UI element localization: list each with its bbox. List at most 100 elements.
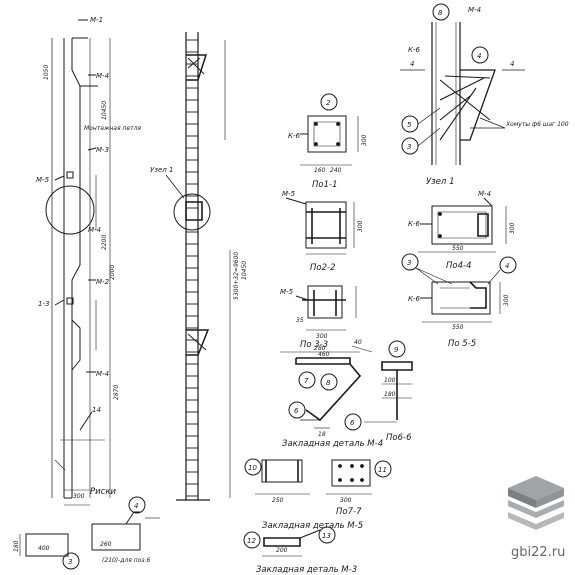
- sec11-dim1: 160: [314, 167, 326, 174]
- dim-300: 300: [73, 493, 85, 500]
- mark-m4-low: М-4: [96, 370, 109, 378]
- sec11-title: По1-1: [312, 180, 337, 190]
- dm4-dim280: 280: [314, 345, 326, 352]
- sec11-dim2: 240: [330, 167, 342, 174]
- sec44-dim300: 300: [509, 222, 516, 234]
- node-k6: К-6: [408, 46, 420, 54]
- dm5-circle11: 11: [378, 466, 387, 474]
- mark-m5: М-5: [36, 176, 50, 184]
- mark-m1: М-1: [90, 16, 103, 24]
- section-2-2: [286, 198, 354, 254]
- section-3-3: [296, 286, 356, 330]
- detail-m5: [245, 459, 391, 494]
- dm5-dim300: 300: [340, 497, 352, 504]
- text-layer: М-1 М-4 Монтажная петля М-3 М-5 М-4 М-2 …: [13, 6, 569, 575]
- node-callout: Узел 1: [150, 166, 173, 174]
- bottom-left-details: [20, 497, 160, 569]
- bl-note: (210)-для поз.6: [102, 557, 150, 564]
- node-circle-5: 5: [407, 121, 412, 129]
- risk-label: Риски: [90, 487, 116, 497]
- dim-1050: 1050: [43, 65, 50, 80]
- section-4-4: [418, 198, 506, 252]
- sec55-title: По 5-5: [448, 339, 476, 349]
- sec55-circle3: 3: [407, 259, 411, 267]
- sec33-dim300: 300: [316, 333, 328, 340]
- dim-2870: 2870: [113, 385, 120, 400]
- p77-title: По7-7: [336, 507, 362, 517]
- dm4-dim18: 18: [318, 431, 326, 438]
- bl-circle3: 3: [68, 558, 72, 566]
- dm4-circle7: 7: [304, 377, 309, 385]
- dm3-dim200: 200: [276, 547, 288, 554]
- sec44-dim550: 550: [452, 245, 464, 252]
- sec55-k: К-6: [408, 295, 420, 303]
- sec33-m: М-5: [280, 288, 294, 296]
- mark-m4-mid: М-4: [88, 226, 101, 234]
- dim-10450b: 10450: [241, 261, 248, 280]
- mark-m3: М-3: [96, 146, 109, 154]
- watermark: gbi22.ru: [511, 545, 565, 560]
- node-m4: М-4: [468, 6, 481, 14]
- bl-dim260: 260: [100, 541, 112, 548]
- dm3-circle12: 12: [247, 537, 256, 545]
- bl-dim400: 400: [38, 545, 50, 552]
- sec33-dim35: 35: [296, 317, 304, 324]
- section-1-1: [300, 94, 358, 165]
- sec22-m: М-5: [282, 190, 296, 198]
- rebar-cage: [166, 32, 230, 500]
- bl-circle4: 4: [134, 502, 138, 510]
- section-5-5: [402, 254, 516, 322]
- detail-m3: [244, 527, 335, 556]
- dim-2000: 2000: [109, 265, 116, 280]
- node-note: Хомуты ф6 шаг 100: [505, 121, 569, 128]
- bl-dim180: 180: [13, 540, 20, 552]
- sec11-num: 2: [326, 99, 331, 107]
- logo-icon: [508, 476, 564, 530]
- dm5-title: Закладная деталь М-5: [262, 521, 363, 531]
- node-circle-8: 8: [438, 9, 443, 17]
- sec66-circle6: 6: [350, 419, 355, 427]
- note-montage: Монтажная петля: [84, 125, 141, 132]
- section-6-6: [345, 341, 412, 430]
- node-title: Узел 1: [426, 177, 454, 187]
- sec55-dim550: 550: [452, 324, 464, 331]
- sec66-num: 9: [394, 346, 399, 354]
- dm4-dim40: 40: [354, 339, 362, 346]
- node-circle-4: 4: [477, 52, 481, 60]
- sec11-k: К-6: [288, 132, 300, 140]
- dm5-circle10: 10: [248, 464, 257, 472]
- sec66-dim180: 180: [384, 391, 396, 398]
- sec55-dim300: 300: [503, 294, 510, 306]
- sec33-title: По 3-3: [300, 340, 328, 350]
- dm4-circle6: 6: [294, 407, 299, 415]
- mark-m2: М-2: [96, 278, 110, 286]
- sec55-circle4: 4: [505, 262, 509, 270]
- mark-1-3: 1-3: [38, 300, 49, 308]
- node-1-detail: [400, 4, 525, 165]
- circle-14-label: 14: [92, 406, 101, 414]
- dim-9600: 5300+32=9600: [233, 252, 240, 300]
- dim-2200: 2200: [101, 235, 108, 250]
- dm3-title: Закладная деталь М-3: [256, 565, 357, 575]
- node-mark-4b: 4: [510, 60, 514, 68]
- sec44-title: По4-4: [446, 261, 471, 271]
- dm5-dim250: 250: [272, 497, 284, 504]
- dm4-circle8: 8: [326, 379, 331, 387]
- sec22-dim: 300: [357, 220, 364, 232]
- sec66-title: По6-6: [386, 433, 412, 443]
- mark-m4-top: М-4: [96, 72, 109, 80]
- sec22-title: По2-2: [310, 263, 335, 273]
- sec44-k: К-6: [408, 220, 420, 228]
- sec11-dim3: 300: [361, 134, 368, 146]
- node-mark-4a: 4: [410, 60, 414, 68]
- sec44-m: М-4: [478, 190, 491, 198]
- dm3-circle13: 13: [322, 532, 331, 540]
- node-circle-3: 3: [407, 143, 411, 151]
- sec66-dim100: 100: [384, 377, 396, 384]
- detail-m4: [280, 346, 372, 428]
- column-elevation: [46, 20, 110, 505]
- sec33-dim460: 460: [318, 351, 330, 358]
- dim-10450a: 10450: [101, 101, 108, 120]
- dm4-title: Закладная деталь М-4: [282, 439, 383, 449]
